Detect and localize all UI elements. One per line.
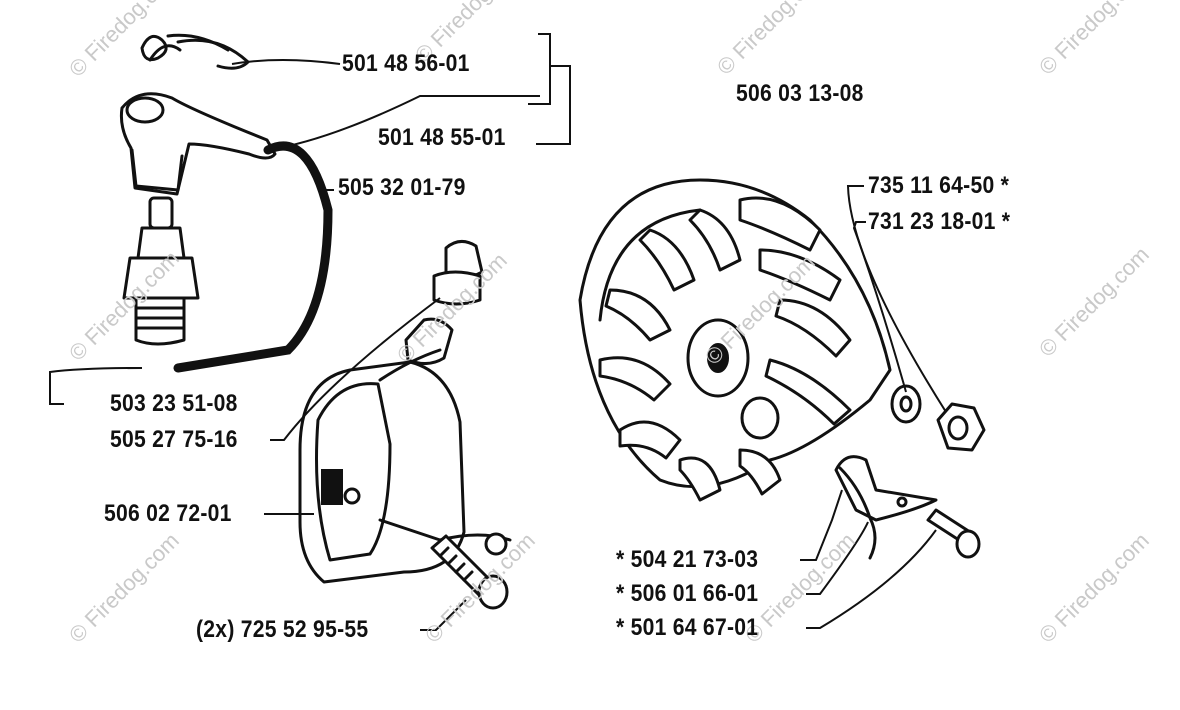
flywheel-drawing <box>578 178 892 502</box>
ignition-module-drawing <box>298 317 512 584</box>
pawl-screw-drawing <box>926 508 981 559</box>
ignition-lead-drawing <box>173 141 333 373</box>
leader-lines <box>49 33 947 631</box>
part-label-pawl: * 504 21 73-03 <box>616 546 759 573</box>
plug-cap-drawing <box>119 92 277 196</box>
assembly-number: 506 03 13-08 <box>736 80 864 107</box>
module-screw-drawing <box>430 534 509 610</box>
part-label-spark-plug: 503 23 51-08 <box>110 390 238 417</box>
part-label-washer: 731 23 18-01 * <box>868 208 1011 235</box>
part-label-ignition-lead: 505 32 01-79 <box>338 174 466 201</box>
part-label-pawl-screw: * 501 64 67-01 <box>616 614 759 641</box>
part-label-spring-clip: 501 48 56-01 <box>342 50 470 77</box>
pawl-drawing <box>834 455 938 560</box>
part-label-plug-cap: 501 48 55-01 <box>378 124 506 151</box>
part-label-ignition-module: 506 02 72-01 <box>104 500 232 527</box>
terminal-drawing <box>432 240 484 306</box>
part-label-terminal: 505 27 75-16 <box>110 426 238 453</box>
washer-nut-drawing <box>890 384 986 452</box>
spark-plug-drawing <box>122 196 200 346</box>
part-label-pawl-spring: * 506 01 66-01 <box>616 580 759 607</box>
part-label-flywheel-nut: 735 11 64-50 * <box>868 172 1010 199</box>
part-label-module-screws: (2x) 725 52 95-55 <box>196 616 369 643</box>
